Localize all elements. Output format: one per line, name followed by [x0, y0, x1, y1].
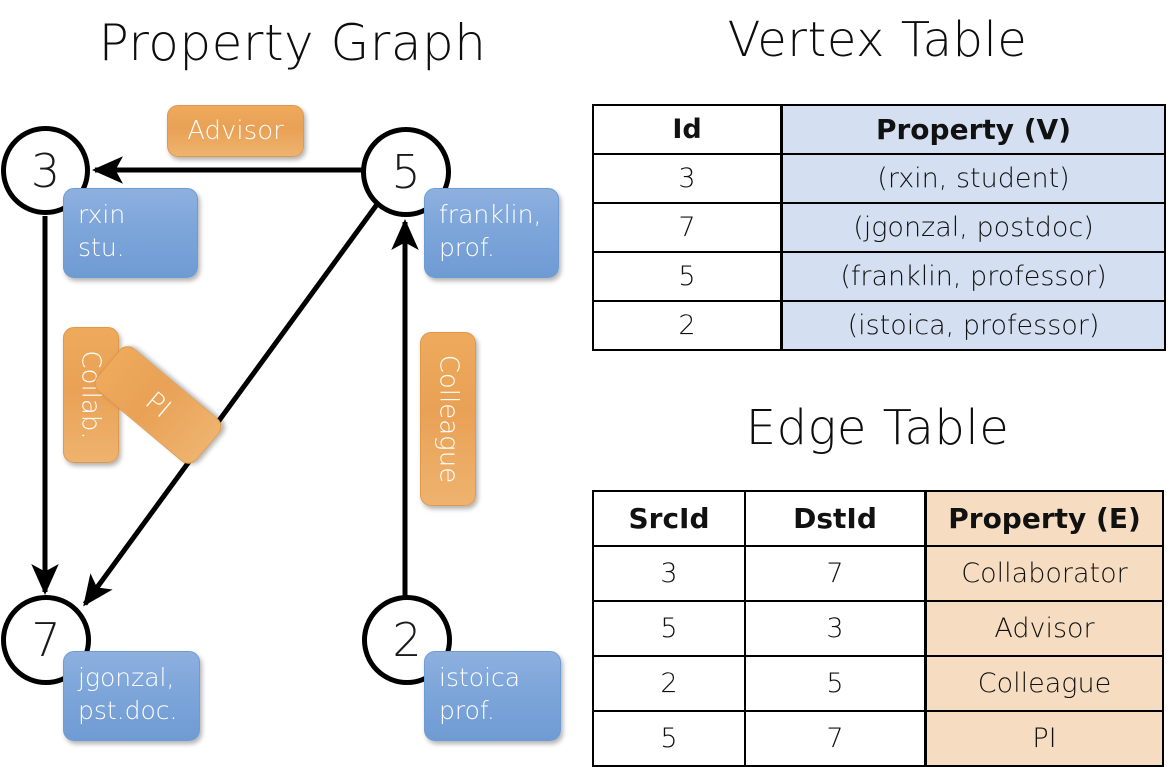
edge-label-colleague: Colleague	[420, 332, 476, 506]
node-property-box-7: jgonzal, pst.doc.	[63, 651, 200, 741]
edge-cell-property: Colleague	[924, 655, 1164, 712]
vertex-table-header-property: Property (V)	[780, 104, 1166, 155]
graph-node-3-label: 3	[30, 143, 61, 198]
table-row: 5 3 Advisor	[592, 600, 1164, 657]
edge-cell-srcid: 5	[592, 600, 746, 657]
node-property-2-line2: prof.	[439, 695, 495, 725]
vertex-cell-id: 3	[592, 153, 783, 204]
edge-table: SrcId DstId Property (E) 3 7 Collaborato…	[592, 490, 1164, 767]
table-row: 5 7 PI	[592, 710, 1164, 767]
edge-label-advisor: Advisor	[167, 105, 304, 157]
graph-node-2[interactable]: 2	[362, 595, 452, 685]
vertex-cell-id: 5	[592, 251, 783, 302]
edge-cell-property: Advisor	[924, 600, 1164, 657]
edge-table-header-row: SrcId DstId Property (E)	[592, 490, 1164, 547]
edge-cell-dstid: 7	[744, 710, 927, 767]
node-property-5-line1: franklin,	[439, 200, 542, 229]
node-property-5-line2: prof.	[439, 232, 495, 262]
node-property-3-line2: stu.	[78, 232, 125, 262]
edge-cell-srcid: 2	[592, 655, 746, 712]
vertex-cell-property: (istoica, professor)	[780, 300, 1166, 351]
page-title-edge-table: Edge Table	[745, 400, 1010, 456]
property-graph-panel: Property Graph Advisor Collab. PI	[0, 0, 585, 760]
edge-cell-property: Collaborator	[924, 545, 1164, 602]
graph-node-5-label: 5	[391, 145, 421, 199]
table-row: 2 (istoica, professor)	[592, 300, 1166, 351]
node-property-3-line1: rxin	[78, 200, 126, 229]
node-property-box-5: franklin, prof.	[424, 188, 559, 278]
edge-label-advisor-text: Advisor	[187, 116, 284, 146]
edge-cell-srcid: 5	[592, 710, 746, 767]
table-row: 3 7 Collaborator	[592, 545, 1164, 602]
edge-cell-dstid: 3	[744, 600, 927, 657]
vertex-cell-property: (rxin, student)	[780, 153, 1166, 204]
vertex-table: Id Property (V) 3 (rxin, student) 7 (jgo…	[592, 104, 1166, 351]
graph-node-3[interactable]: 3	[1, 126, 90, 215]
vertex-cell-id: 7	[592, 202, 783, 253]
edge-table-header-property: Property (E)	[924, 490, 1164, 547]
graph-node-7-label: 7	[31, 613, 61, 667]
edge-label-colleague-text: Colleague	[433, 354, 464, 484]
table-row: 5 (franklin, professor)	[592, 251, 1166, 302]
node-property-2-line1: istoica	[439, 663, 521, 692]
edge-label-pi-text: PI	[139, 386, 177, 425]
node-property-7-line1: jgonzal,	[78, 663, 175, 692]
table-row: 2 5 Colleague	[592, 655, 1164, 712]
edge-cell-dstid: 7	[744, 545, 927, 602]
edge-cell-dstid: 5	[744, 655, 927, 712]
vertex-table-header-row: Id Property (V)	[592, 104, 1166, 155]
graph-node-2-label: 2	[392, 613, 422, 667]
node-property-box-3: rxin stu.	[63, 188, 198, 278]
page-title-property-graph: Property Graph	[98, 14, 487, 72]
edge-table-header-srcid: SrcId	[592, 490, 746, 547]
edge-cell-property: PI	[924, 710, 1164, 767]
edge-label-collab-text: Collab.	[76, 350, 106, 440]
edge-cell-srcid: 3	[592, 545, 746, 602]
vertex-cell-id: 2	[592, 300, 783, 351]
vertex-cell-property: (jgonzal, postdoc)	[780, 202, 1166, 253]
edge-table-header-dstid: DstId	[744, 490, 927, 547]
node-property-box-2: istoica prof.	[424, 651, 561, 741]
edge-5-to-7	[82, 201, 381, 607]
table-row: 7 (jgonzal, postdoc)	[592, 202, 1166, 253]
table-row: 3 (rxin, student)	[592, 153, 1166, 204]
node-property-7-line2: pst.doc.	[78, 695, 178, 725]
page-title-vertex-table: Vertex Table	[727, 12, 1028, 68]
graph-edges-svg	[31, 156, 419, 607]
vertex-table-header-id: Id	[592, 104, 783, 155]
vertex-cell-property: (franklin, professor)	[780, 251, 1166, 302]
